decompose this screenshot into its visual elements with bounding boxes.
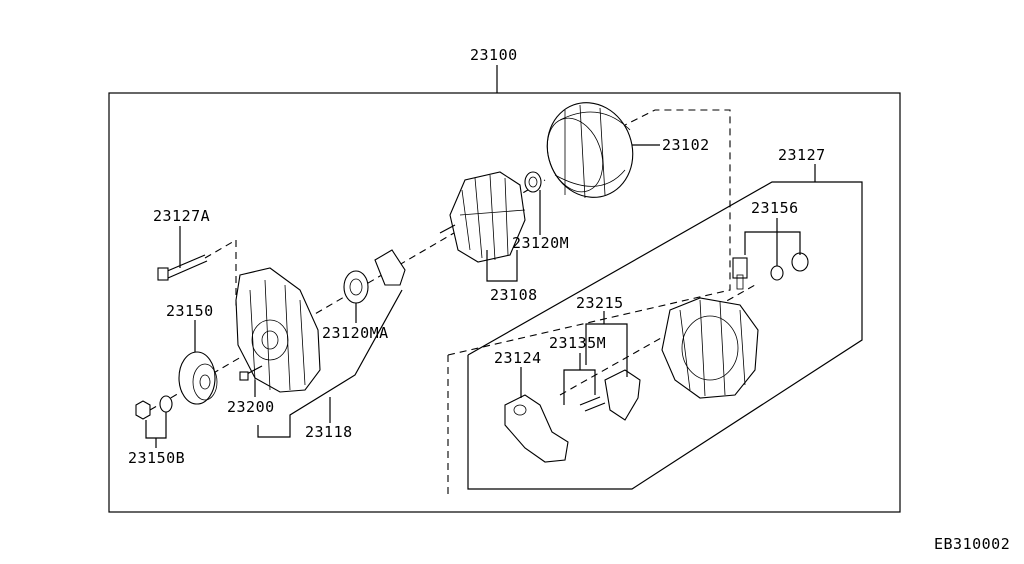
bearing-front-part <box>343 270 369 304</box>
pulley-part <box>178 351 218 405</box>
label-rotor-cover: 23102 <box>662 136 710 154</box>
brush-set-leader <box>563 369 596 405</box>
label-front-housing: 23118 <box>305 423 353 441</box>
screw-part <box>239 365 263 381</box>
rotor-part <box>439 171 526 263</box>
front-housing-part <box>235 267 321 393</box>
label-bearing-front: 23120MA <box>322 324 389 342</box>
terminal-kit-leader <box>744 231 801 255</box>
brush-holder-part <box>579 369 641 421</box>
assembly-frame <box>108 92 901 513</box>
label-bearing-rear: 23120M <box>512 234 569 252</box>
regulator-set-leader <box>585 323 628 377</box>
rear-cover-outline <box>467 181 863 490</box>
dashed-outline-rotor <box>447 109 731 356</box>
label-pulley: 23150 <box>166 302 214 320</box>
retainer-plate-part <box>374 249 406 286</box>
label-bolt: 23127A <box>153 207 210 225</box>
label-assembly: 23100 <box>470 46 518 64</box>
label-rear-cover-assy: 23127 <box>778 146 826 164</box>
bearing-rear-part <box>524 171 542 193</box>
label-nut-washer: 23150B <box>128 449 185 467</box>
label-rotor: 23108 <box>490 286 538 304</box>
terminal-kit-part <box>732 252 809 290</box>
label-regulator-set: 23215 <box>576 294 624 312</box>
footer-code: EB310002 <box>934 535 1010 553</box>
label-brush-set: 23135M <box>549 334 606 352</box>
bolt-part <box>157 254 208 281</box>
rear-cover-part <box>661 297 759 399</box>
rotor-cover-part <box>546 102 634 199</box>
rotor-leader <box>486 250 518 282</box>
label-screw: 23200 <box>227 398 275 416</box>
nut-washer-part <box>135 395 173 420</box>
label-regulator: 23124 <box>494 349 542 367</box>
front-housing-leader <box>257 289 403 438</box>
label-terminal-kit: 23156 <box>751 199 799 217</box>
dashed-bolt-axis <box>204 239 237 259</box>
regulator-part <box>504 394 569 463</box>
